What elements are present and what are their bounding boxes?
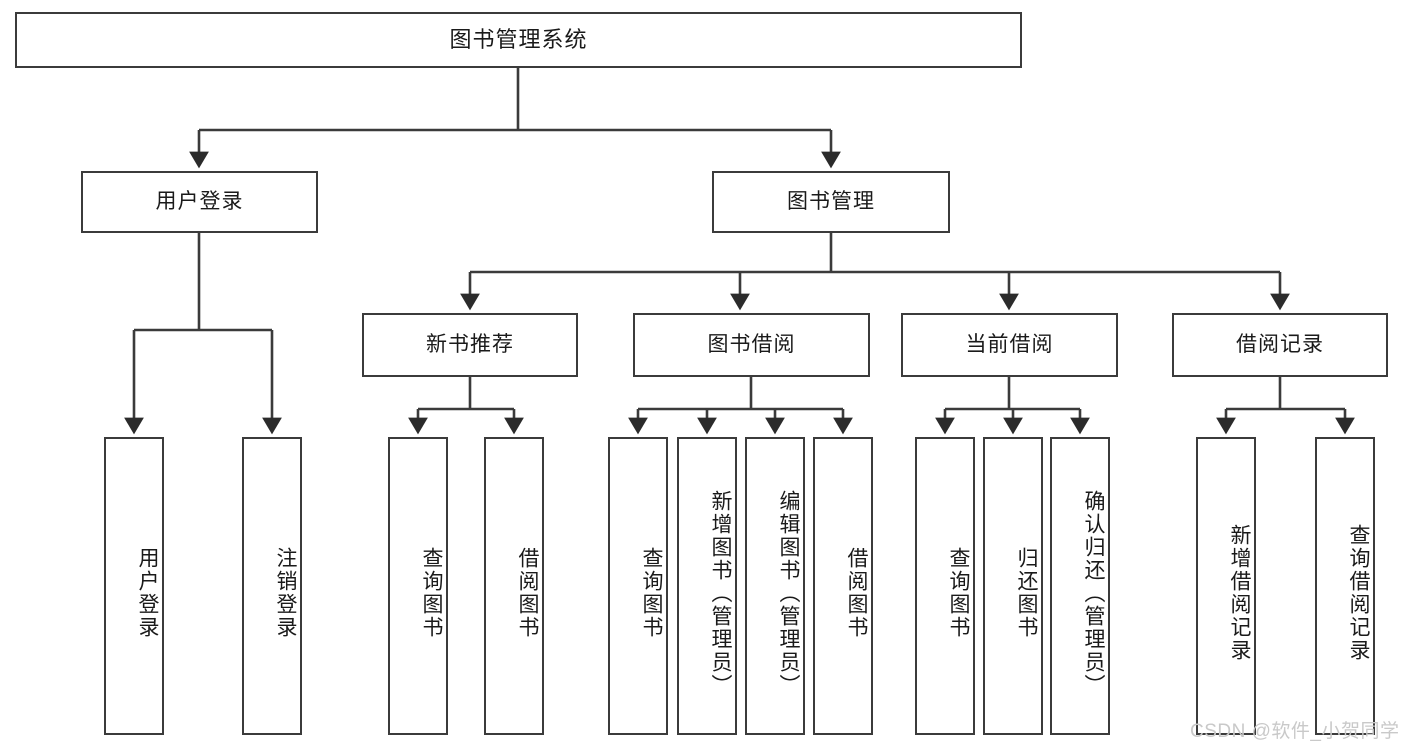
leaf-confirm-return-admin[interactable]: 确认归还（管理员） <box>1050 437 1110 735</box>
leaf-borrow-book[interactable]: 借阅图书 <box>813 437 873 735</box>
node-label: 新书推荐 <box>426 333 514 357</box>
node-label: 图书管理 <box>787 190 875 214</box>
node-label: 注销登录 <box>274 547 297 639</box>
leaf-query-book-recommend[interactable]: 查询图书 <box>388 437 448 735</box>
node-new-book-recommend[interactable]: 新书推荐 <box>362 313 578 377</box>
node-label: 图书管理系统 <box>449 26 588 52</box>
leaf-query-borrow-record[interactable]: 查询借阅记录 <box>1315 437 1375 735</box>
node-label: 借阅记录 <box>1236 333 1324 357</box>
node-borrow-record[interactable]: 借阅记录 <box>1172 313 1388 377</box>
node-label: 查询图书 <box>640 547 663 639</box>
watermark: CSDN @软件_小贺同学 <box>1190 721 1400 742</box>
node-book-management[interactable]: 图书管理 <box>712 171 950 233</box>
leaf-query-book-current[interactable]: 查询图书 <box>915 437 975 735</box>
node-label: 借阅图书 <box>516 547 539 639</box>
node-label: 新增图书（管理员） <box>709 489 732 697</box>
node-label: 借阅图书 <box>845 547 868 639</box>
node-label: 查询图书 <box>420 547 443 639</box>
node-label: 图书借阅 <box>707 333 796 357</box>
leaf-add-book-admin[interactable]: 新增图书（管理员） <box>677 437 737 735</box>
node-label: 当前借阅 <box>965 333 1054 357</box>
node-label: 用户登录 <box>136 547 159 639</box>
node-label: 查询借阅记录 <box>1347 524 1370 662</box>
leaf-borrow-book-recommend[interactable]: 借阅图书 <box>484 437 544 735</box>
leaf-user-login[interactable]: 用户登录 <box>104 437 164 735</box>
node-label: 新增借阅记录 <box>1228 524 1251 662</box>
leaf-return-book[interactable]: 归还图书 <box>983 437 1043 735</box>
node-label: 用户登录 <box>155 190 244 214</box>
node-label: 归还图书 <box>1015 547 1038 639</box>
leaf-logout[interactable]: 注销登录 <box>242 437 302 735</box>
node-current-borrow[interactable]: 当前借阅 <box>901 313 1118 377</box>
node-user-login[interactable]: 用户登录 <box>81 171 318 233</box>
leaf-add-borrow-record[interactable]: 新增借阅记录 <box>1196 437 1256 735</box>
node-root-system[interactable]: 图书管理系统 <box>15 12 1022 68</box>
leaf-query-book-borrow[interactable]: 查询图书 <box>608 437 668 735</box>
node-label: 确认归还（管理员） <box>1082 489 1105 697</box>
node-book-borrow[interactable]: 图书借阅 <box>633 313 870 377</box>
node-label: 编辑图书（管理员） <box>777 489 800 697</box>
node-label: 查询图书 <box>947 547 970 639</box>
leaf-edit-book-admin[interactable]: 编辑图书（管理员） <box>745 437 805 735</box>
